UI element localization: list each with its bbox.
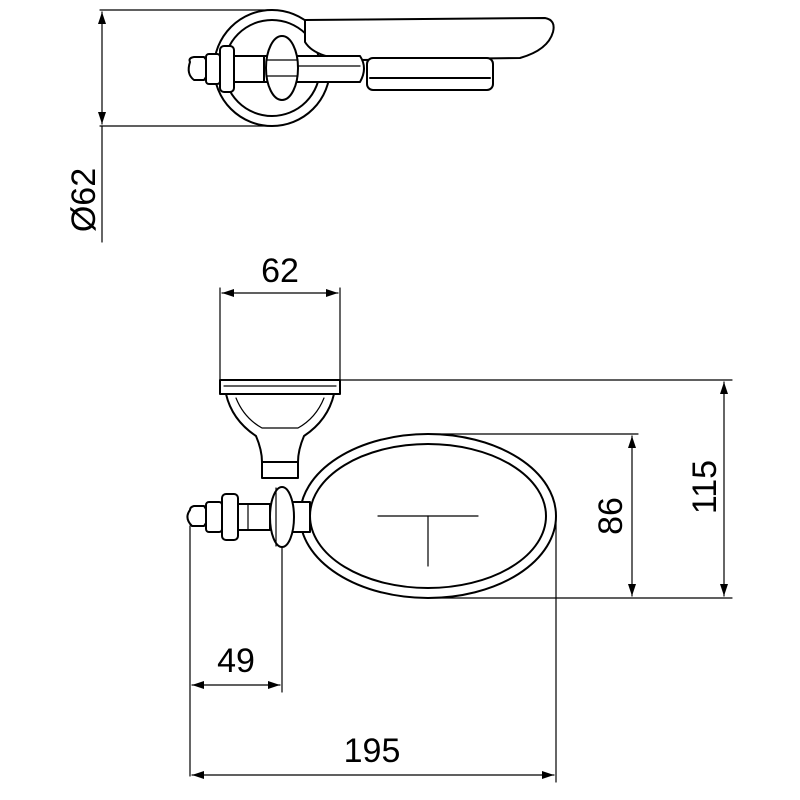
dimension-base-width: 62 xyxy=(219,252,341,381)
th-label: 115 xyxy=(686,460,724,514)
front-bell-inner xyxy=(235,397,325,429)
top-view xyxy=(187,9,555,127)
front-knob-ring xyxy=(221,493,239,541)
top-knob-collar xyxy=(205,53,221,85)
dia-label: Ø62 xyxy=(65,168,103,232)
top-knob-stem xyxy=(233,55,265,83)
top-holder-oval xyxy=(265,35,299,101)
front-knob-tip xyxy=(186,505,209,527)
front-knob-collar xyxy=(205,501,223,533)
dimension-total-height: 115 xyxy=(339,379,733,599)
tl-label: 195 xyxy=(344,732,401,770)
top-dish-tray xyxy=(304,17,555,61)
front-holder-oval xyxy=(269,486,295,548)
front-base-plate xyxy=(219,379,341,395)
proj-label: 49 xyxy=(217,642,255,680)
bw-label: 62 xyxy=(261,252,299,290)
front-view xyxy=(186,379,557,599)
top-knob-ring xyxy=(219,45,235,93)
dimension-projection: 49 xyxy=(189,525,283,777)
dh-label: 86 xyxy=(592,497,630,535)
front-knob-stem xyxy=(237,503,271,531)
top-dish-body xyxy=(366,57,494,91)
dimension-total-length: 195 xyxy=(191,515,557,783)
dimension-dish-height: 86 xyxy=(427,433,639,597)
front-neck xyxy=(261,461,299,479)
dimension-diameter: Ø62 xyxy=(65,9,273,243)
